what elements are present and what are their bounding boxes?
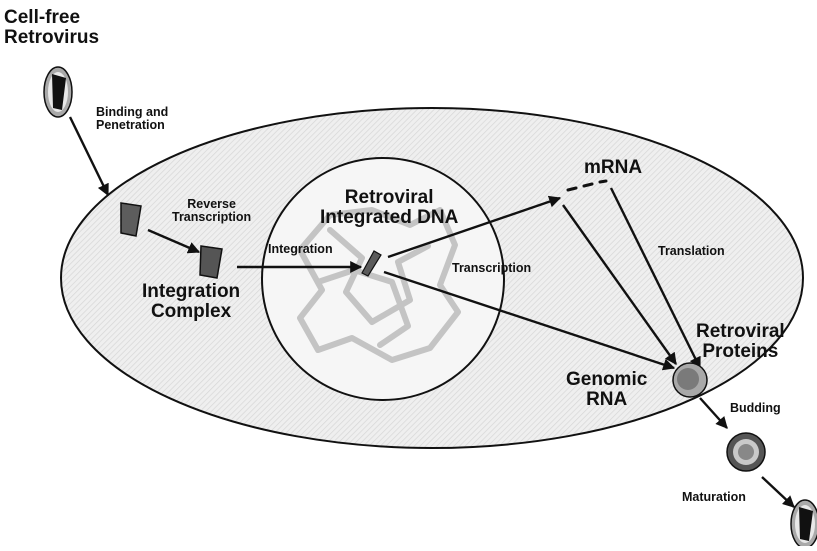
- transcription-label: Transcription: [452, 261, 532, 275]
- arrow-maturation: [761, 476, 795, 508]
- translation-text: Translation: [658, 244, 725, 258]
- chromatin-texture: [297, 207, 461, 363]
- retrovirus-text: Retrovirus: [4, 26, 100, 48]
- transcription-rt-text: Transcription: [172, 210, 252, 225]
- transcription-text: Transcription: [452, 261, 532, 275]
- reverse-transcription-label: Reverse Transcription: [172, 197, 252, 225]
- integrated-dna-segment: [361, 250, 382, 277]
- arrow-to-genomic-rna: [383, 270, 676, 371]
- arrow-translation: [609, 187, 702, 370]
- budding-particle: [672, 362, 708, 398]
- integration-complex-line2: Complex: [150, 300, 232, 322]
- cell-free-text: Cell-free: [4, 7, 81, 28]
- retroviral-dna-line1: Retroviral: [344, 187, 434, 208]
- reverse-text: Reverse: [187, 197, 236, 211]
- cell-free-retrovirus-label: Cell-free Retrovirus: [4, 8, 99, 48]
- arrows: [68, 116, 795, 508]
- integration-complex-label: Integration Complex: [142, 282, 240, 322]
- arrow-budding: [699, 397, 728, 429]
- arrow-reverse-transcription: [147, 228, 201, 254]
- mrna-label: mRNA: [584, 158, 642, 178]
- binding-text: Binding and: [96, 105, 169, 119]
- budding-label: Budding: [730, 401, 781, 415]
- genomic-rna-label: Genomic RNA: [566, 370, 647, 410]
- arrow-binding-penetration: [68, 116, 110, 197]
- retroviral-proteins-line1: Retroviral: [696, 321, 785, 342]
- arrow-to-mrna: [387, 195, 562, 259]
- maturation-text: Maturation: [682, 490, 746, 504]
- retroviral-proteins-label: Retroviral Proteins: [696, 322, 785, 362]
- retroviral-integrated-dna-label: Retroviral Integrated DNA: [320, 188, 458, 228]
- penetration-text: Penetration: [96, 118, 165, 133]
- mrna-strand: [566, 179, 608, 192]
- retroviral-proteins-line2: Proteins: [702, 340, 779, 362]
- integration-complex-shape: [199, 245, 223, 279]
- maturation-label: Maturation: [682, 490, 746, 504]
- entering-capsid: [120, 202, 142, 237]
- binding-penetration-label: Binding and Penetration: [96, 105, 169, 133]
- retroviral-dna-line2: Integrated DNA: [320, 206, 459, 228]
- budding-text: Budding: [730, 401, 781, 415]
- mature-virion: [790, 499, 817, 549]
- genomic-text: Genomic: [566, 369, 648, 390]
- translation-label: Translation: [658, 244, 725, 258]
- integration-text: Integration: [268, 242, 333, 256]
- integration-label: Integration: [268, 242, 333, 256]
- budded-virion: [726, 432, 766, 472]
- mrna-text: mRNA: [584, 157, 643, 178]
- integration-complex-line1: Integration: [142, 281, 241, 302]
- rna-text: RNA: [586, 388, 628, 410]
- arrow-mrna-to-genomic-rna: [562, 204, 677, 365]
- cell-free-virion: [43, 66, 73, 118]
